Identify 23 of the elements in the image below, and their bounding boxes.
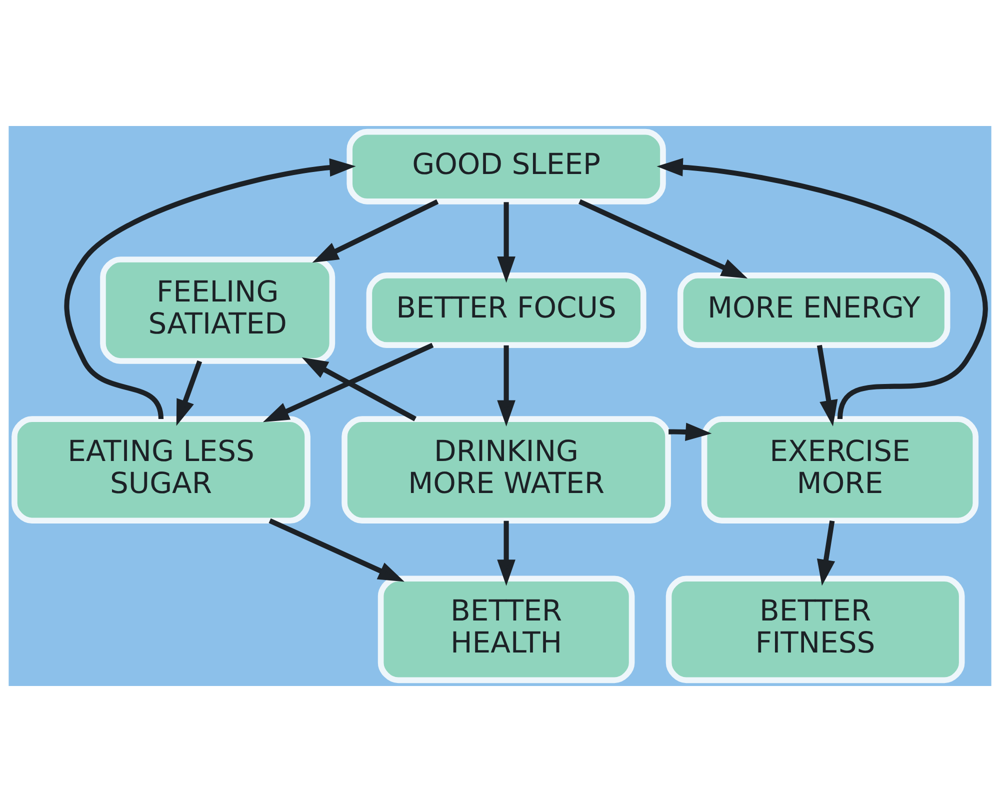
arrow: [64, 158, 356, 420]
arrow: [312, 199, 439, 263]
arrow: [497, 520, 516, 586]
node-box: EATING LESS SUGAR: [12, 416, 310, 524]
arrow: [497, 345, 516, 426]
arrow: [656, 158, 988, 420]
node-box: DRINKING MORE WATER: [342, 416, 671, 524]
node-box: BETTER HEALTH: [378, 576, 635, 684]
arrow: [497, 202, 516, 283]
node-box: BETTER FITNESS: [666, 576, 965, 684]
node-box: GOOD SLEEP: [346, 128, 666, 204]
arrow: [176, 360, 202, 426]
node-box: EXERCISE MORE: [701, 416, 979, 524]
arrow: [302, 357, 417, 422]
arrow: [668, 422, 712, 442]
node-box: BETTER FOCUS: [366, 272, 646, 348]
arrow: [816, 344, 838, 426]
arrow: [262, 342, 434, 422]
arrow: [268, 518, 404, 582]
node-box: MORE ENERGY: [677, 272, 950, 348]
arrow: [816, 520, 836, 586]
node-box: FEELING SATIATED: [100, 256, 336, 364]
arrow: [578, 199, 748, 278]
